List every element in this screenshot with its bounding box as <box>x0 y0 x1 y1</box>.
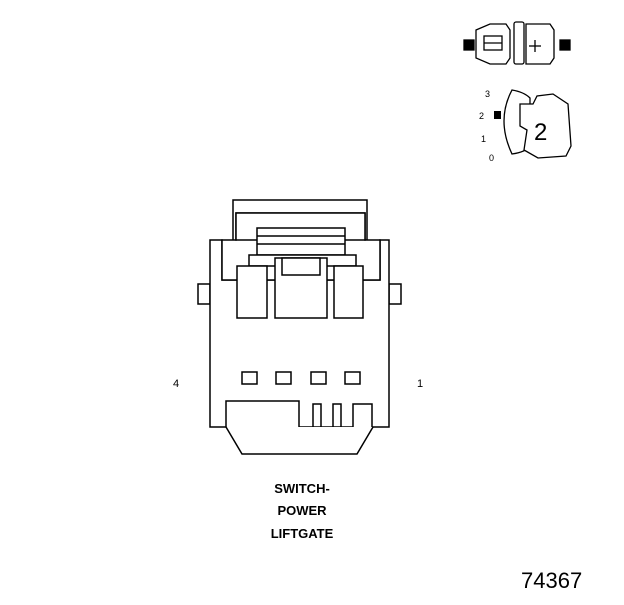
scale-label-2: 2 <box>479 111 484 121</box>
connector-face <box>197 199 402 455</box>
key-slot-right <box>352 403 373 427</box>
key-post-left <box>312 403 322 428</box>
pin-label-right: 1 <box>417 378 423 390</box>
bottom-taper <box>225 426 374 455</box>
orientation-icon: 3 2 1 0 2 <box>479 89 572 163</box>
key-post-right <box>332 403 342 428</box>
connector-label-line-1: SWITCH- <box>274 481 330 496</box>
lock-arm-right <box>333 265 364 319</box>
cavity-1 <box>344 371 361 385</box>
mating-female-body <box>525 23 555 65</box>
scale-label-0: 0 <box>489 153 494 163</box>
lock-arm-left <box>236 265 268 319</box>
mating-right-tab <box>559 39 571 51</box>
key-slot-wide <box>225 400 300 427</box>
scale-label-3: 3 <box>485 89 490 99</box>
connector-label-line-2: POWER <box>277 503 327 518</box>
cavity-3 <box>275 371 292 385</box>
orientation-number: 2 <box>534 119 547 146</box>
lock-window <box>281 257 321 276</box>
scale-label-1: 1 <box>481 134 486 144</box>
scale-indicator <box>494 111 501 119</box>
connector-mating-icon <box>463 21 571 65</box>
mating-collar <box>513 21 525 65</box>
connector-key-shape <box>519 93 572 159</box>
side-latch-left <box>197 283 211 305</box>
connector-label: SWITCH- POWER LIFTGATE <box>271 481 334 541</box>
pin-label-left: 4 <box>173 378 179 390</box>
mating-left-tab <box>463 39 475 51</box>
figure-number: 74367 <box>521 568 582 593</box>
cavity-2 <box>310 371 327 385</box>
connector-label-line-3: LIFTGATE <box>271 526 334 541</box>
lock-tab-outer <box>256 227 346 256</box>
cavity-4 <box>241 371 258 385</box>
side-latch-right <box>388 283 402 305</box>
